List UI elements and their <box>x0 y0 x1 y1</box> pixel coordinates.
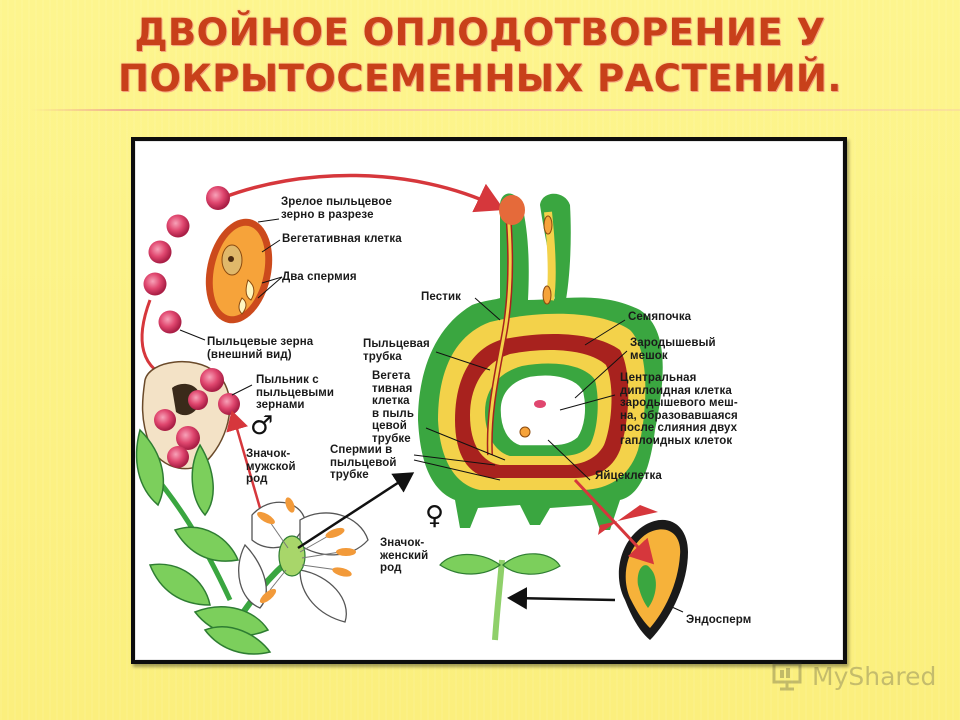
label-embryo-sac: Зародышевый мешок <box>630 337 716 362</box>
pollen-grain <box>200 368 224 392</box>
label-mature-pollen-grain: Зрелое пыльцевое зерно в разрезе <box>281 196 392 221</box>
label-pollen-grains-external: Пыльцевые зерна (внешний вид) <box>207 336 314 361</box>
label-pistil: Пестик <box>421 291 461 303</box>
label-male-sign: Значок- мужской род <box>246 448 296 485</box>
slide-title: ДВОЙНОЕ ОПЛОДОТВОРЕНИЕ У ПОКРЫТОСЕМЕННЫХ… <box>118 11 842 100</box>
pollen-grain <box>148 240 172 264</box>
title-divider <box>30 109 960 111</box>
label-endosperm: Эндосперм <box>686 614 752 626</box>
pollen-grain-chain <box>143 186 230 334</box>
flower-to-anther-arrow <box>226 410 264 516</box>
anther-illustration <box>141 360 240 470</box>
pollen-grain <box>218 393 240 415</box>
watermark: MyShared <box>772 656 942 696</box>
label-anther: Пыльник с пыльцевыми зернами <box>256 374 335 411</box>
pollination-arrow <box>221 173 505 213</box>
pistil-cross-section <box>418 193 663 530</box>
label-sperms-in-tube: Спермии в пыльцевой трубке <box>330 444 397 481</box>
flower-to-pistil-arrow <box>297 472 415 550</box>
pollen-grain <box>176 426 200 450</box>
label-vegetative-cell: Вегетативная клетка <box>282 233 402 245</box>
presentation-icon <box>772 662 802 691</box>
label-central-cell: Центральная диплоидная клетка зародышево… <box>620 372 738 447</box>
seed-to-seedling-arrow <box>507 587 616 610</box>
flowering-plant-illustration <box>135 428 369 655</box>
pollen-grain <box>166 214 190 238</box>
pollen-grain <box>154 409 176 431</box>
pollen-grain <box>167 446 189 468</box>
pollen-grain <box>158 310 182 334</box>
label-leader-lines <box>179 218 684 613</box>
female-symbol: ♀ <box>425 501 445 531</box>
pollen-grain <box>188 390 208 410</box>
pistil-to-seed-arrow <box>573 478 655 565</box>
male-symbol: ♂ <box>250 411 274 441</box>
label-two-sperms: Два спермия <box>282 271 357 283</box>
pollen-grain <box>206 186 230 210</box>
label-ovule: Семяпочка <box>628 311 692 323</box>
watermark-text: MyShared <box>812 661 937 691</box>
label-pollen-tube: Пыльцевая трубка <box>363 338 430 363</box>
seedling-illustration <box>439 553 561 641</box>
pollen-grain-section <box>205 218 273 324</box>
pollen-grain <box>143 272 167 296</box>
label-vegetative-cell-in-tube: Вегета тивная клетка в пыль цевой трубке <box>372 370 415 445</box>
label-female-sign: Значок- женский род <box>380 537 429 574</box>
label-egg-cell: Яйцеклетка <box>595 470 662 482</box>
seed-illustration <box>598 505 688 640</box>
